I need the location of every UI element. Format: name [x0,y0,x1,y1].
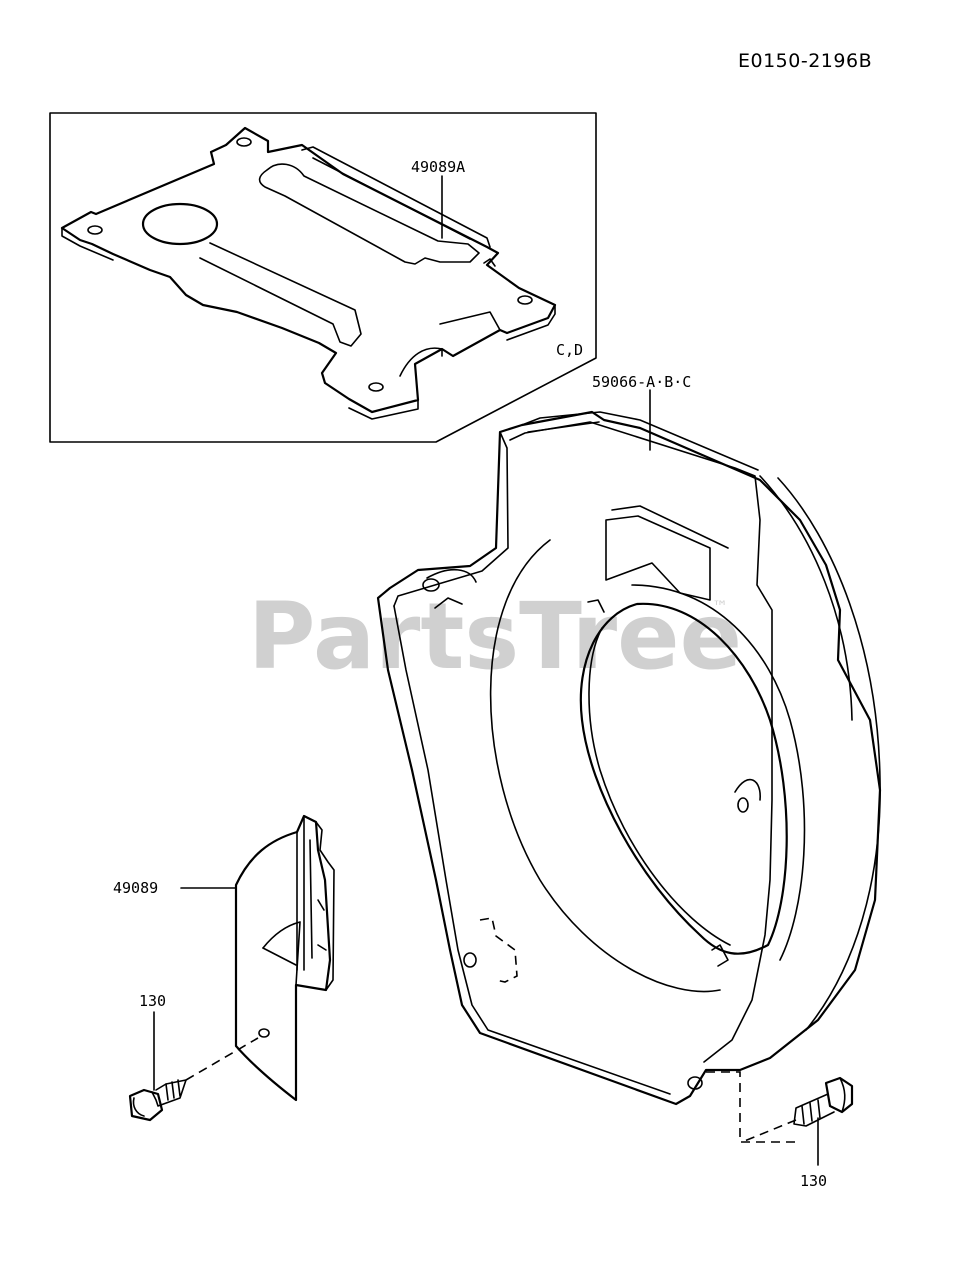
gasket-inset-box [49,112,597,443]
cover-part[interactable] [185,814,335,1102]
fan-shroud-part[interactable] [376,410,882,1143]
label-gasket-variant: C,D [556,341,583,359]
label-bolt-right: 130 [800,1172,827,1190]
bolt-left-part[interactable] [128,1079,187,1122]
label-cover: 49089 [113,879,158,897]
diagram-reference-code: E0150-2196B [738,50,872,72]
bolt-right-part[interactable] [741,1076,854,1143]
gasket-part[interactable] [60,126,557,420]
label-shroud: 59066-A·B·C [592,373,691,391]
label-gasket: 49089A [411,158,465,176]
watermark: PartsTree [248,583,742,690]
label-bolt-left: 130 [139,992,166,1010]
